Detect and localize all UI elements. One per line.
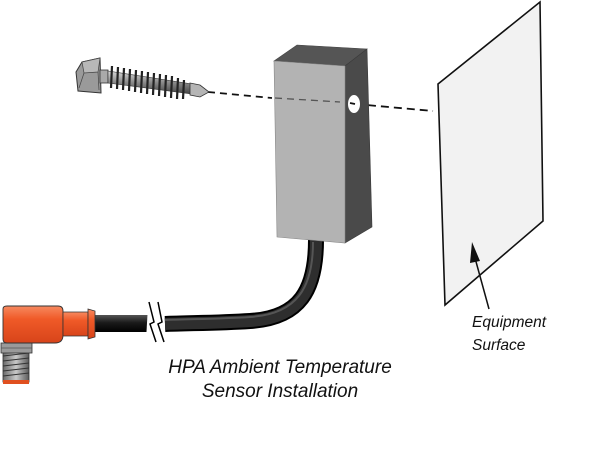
sensor-cable (94, 239, 324, 343)
sensor-housing (273, 44, 373, 244)
cable-break-mark (146, 301, 165, 343)
connector-icon (0, 305, 96, 384)
diagram-title-line-2: Sensor Installation (201, 381, 359, 402)
callout-arrow (470, 242, 490, 310)
callout-label-line-2: Surface (472, 337, 526, 354)
callout-label-line-1: Equipment (472, 314, 547, 331)
diagram-title-line-1: HPA Ambient Temperature (168, 357, 392, 378)
screw-icon (75, 57, 210, 100)
equipment-surface-panel (437, 0, 544, 307)
